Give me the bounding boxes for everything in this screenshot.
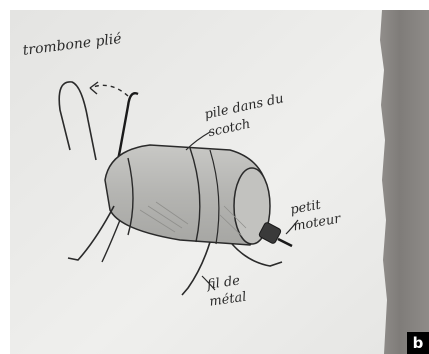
panel-letter: b	[407, 332, 429, 354]
